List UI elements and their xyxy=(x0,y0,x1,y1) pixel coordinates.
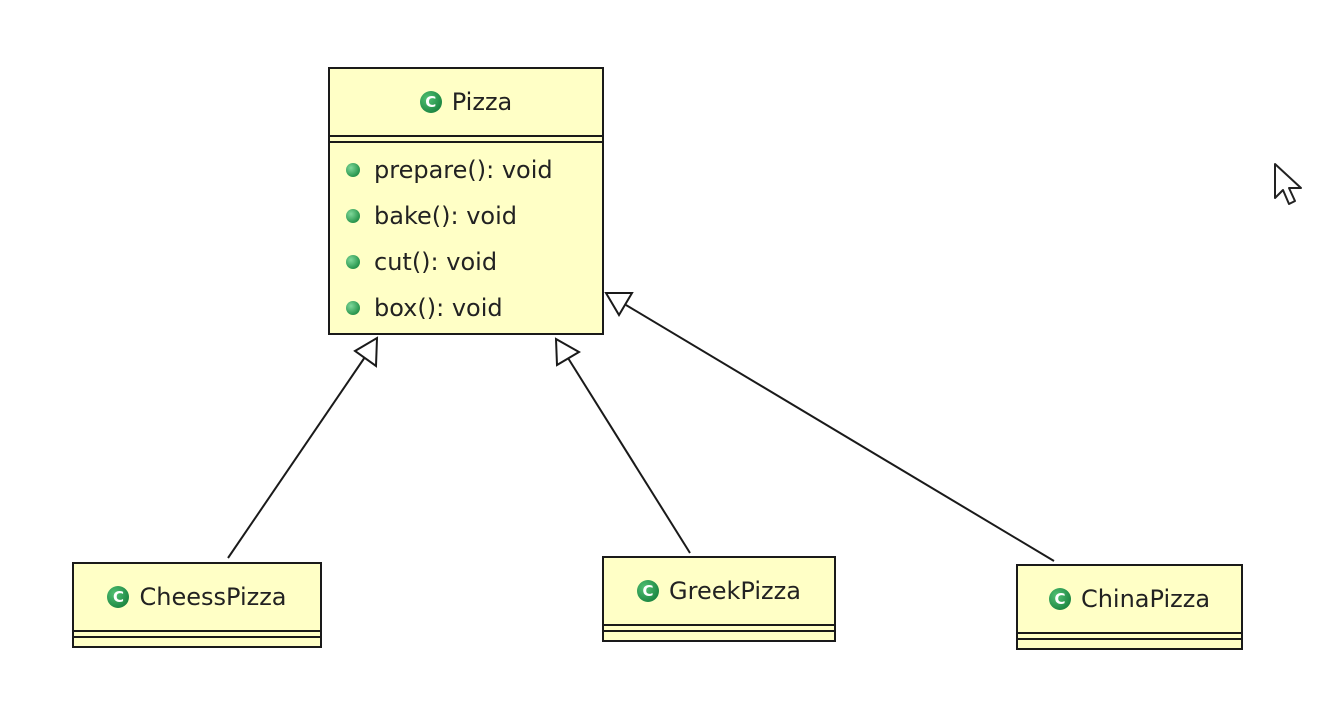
method-signature: prepare(): void xyxy=(374,156,553,184)
class-cheess-pizza[interactable]: C CheessPizza xyxy=(72,562,322,648)
public-method-icon xyxy=(346,255,360,269)
class-name: ChinaPizza xyxy=(1080,585,1211,613)
mouse-pointer-icon xyxy=(1274,163,1302,205)
class-header: C Pizza xyxy=(330,69,602,135)
generalization-arrowhead-cheess xyxy=(353,336,379,368)
method-cut[interactable]: cut(): void xyxy=(330,239,602,285)
class-c-icon: C xyxy=(107,586,130,608)
attribute-compartment-divider xyxy=(1018,632,1241,634)
method-signature: box(): void xyxy=(374,294,503,322)
method-compartment-divider xyxy=(330,141,602,143)
attribute-compartment-divider xyxy=(604,624,834,626)
generalization-arrowhead-greek xyxy=(554,337,581,367)
method-compartment-divider xyxy=(74,636,320,638)
attribute-compartment-divider xyxy=(74,630,320,632)
class-header: C ChinaPizza xyxy=(1018,566,1241,632)
class-header: C GreekPizza xyxy=(604,558,834,624)
class-pizza[interactable]: C Pizza prepare(): void bake(): void cut… xyxy=(328,67,604,335)
public-method-icon xyxy=(346,209,360,223)
method-signature: cut(): void xyxy=(374,248,498,276)
attribute-compartment-divider xyxy=(330,135,602,137)
class-c-icon: C xyxy=(1048,588,1071,610)
class-c-icon: C xyxy=(419,91,442,113)
method-list: prepare(): void bake(): void cut(): void… xyxy=(330,143,602,331)
method-signature: bake(): void xyxy=(374,202,517,230)
generalization-arrowhead-china xyxy=(604,292,634,317)
class-name: GreekPizza xyxy=(669,577,801,605)
class-china-pizza[interactable]: C ChinaPizza xyxy=(1016,564,1243,650)
class-header: C CheessPizza xyxy=(74,564,320,630)
public-method-icon xyxy=(346,301,360,315)
method-compartment-divider xyxy=(604,630,834,632)
method-bake[interactable]: bake(): void xyxy=(330,193,602,239)
class-name: Pizza xyxy=(451,88,513,116)
class-c-icon: C xyxy=(637,580,660,602)
class-name: CheessPizza xyxy=(139,583,287,611)
edge-cheess-to-pizza[interactable] xyxy=(227,356,366,559)
method-compartment-divider xyxy=(1018,638,1241,640)
edge-china-to-pizza[interactable] xyxy=(625,304,1055,562)
method-box[interactable]: box(): void xyxy=(330,285,602,331)
class-greek-pizza[interactable]: C GreekPizza xyxy=(602,556,836,642)
method-prepare[interactable]: prepare(): void xyxy=(330,147,602,193)
public-method-icon xyxy=(346,163,360,177)
edge-greek-to-pizza[interactable] xyxy=(567,357,691,554)
